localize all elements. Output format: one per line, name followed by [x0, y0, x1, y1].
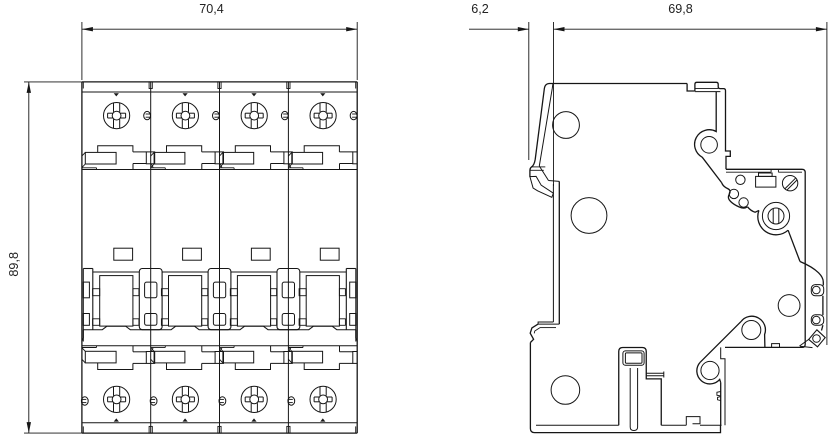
svg-text:69,8: 69,8	[668, 2, 693, 16]
svg-text:70,4: 70,4	[199, 2, 224, 16]
svg-text:89,8: 89,8	[7, 252, 21, 277]
svg-text:6,2: 6,2	[471, 2, 489, 16]
